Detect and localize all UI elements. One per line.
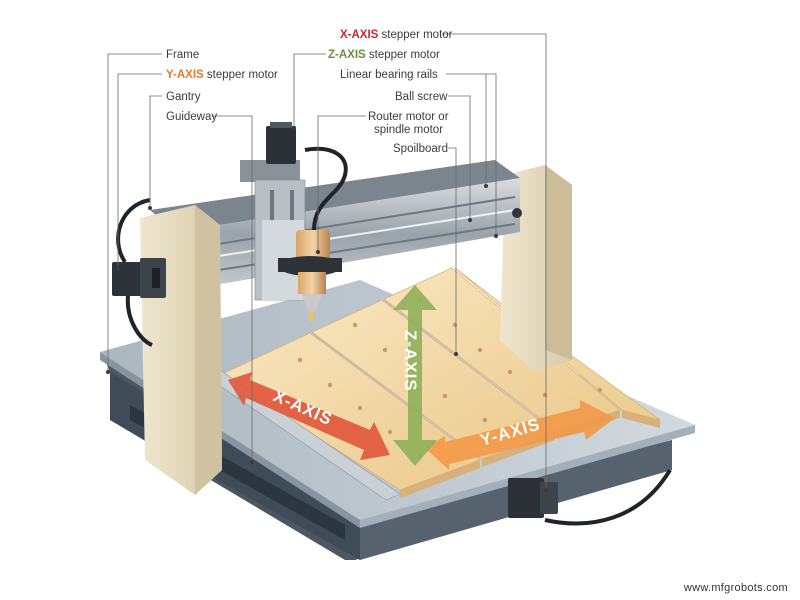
label-y-axis-prefix: Y-AXIS — [166, 69, 204, 81]
z-axis-stepper-motor — [266, 122, 296, 164]
label-x-axis-stepper-motor: X-AXIS stepper motor — [340, 29, 453, 41]
label-y-axis-stepper-motor: Y-AXIS stepper motor — [166, 69, 278, 81]
label-z-axis-stepper-motor: Z-AXIS stepper motor — [328, 49, 440, 61]
y-axis-stepper-motor — [112, 198, 166, 347]
label-guideway: Guideway — [166, 111, 217, 123]
label-z-axis-prefix: Z-AXIS — [328, 49, 366, 61]
leader-lines — [106, 33, 548, 492]
z-axis-arrow: Z-AXIS — [393, 285, 437, 466]
label-router-motor-line2: spindle motor — [374, 124, 443, 136]
left-gantry-upright — [140, 205, 222, 495]
label-spoilboard: Spoilboard — [393, 143, 448, 155]
spoilboard — [219, 267, 661, 498]
label-z-axis-suffix: stepper motor — [366, 49, 440, 61]
label-router-motor-line1: Router motor or — [368, 111, 449, 123]
router-spindle-motor — [278, 146, 348, 322]
callout-labels: Frame Y-AXIS stepper motor Gantry Guidew… — [166, 29, 453, 155]
x-axis-stepper-motor — [508, 468, 672, 526]
label-y-axis-suffix: stepper motor — [204, 69, 278, 81]
label-x-axis-suffix: stepper motor — [378, 29, 452, 41]
label-x-axis-prefix: X-AXIS — [340, 29, 379, 41]
z-axis-arrow-label: Z-AXIS — [401, 330, 420, 392]
label-gantry: Gantry — [166, 91, 201, 103]
watermark: www.mfgrobots.com — [683, 582, 788, 594]
label-linear-bearing-rails: Linear bearing rails — [340, 69, 438, 81]
label-frame: Frame — [166, 49, 199, 61]
label-ball-screw: Ball screw — [395, 91, 448, 103]
